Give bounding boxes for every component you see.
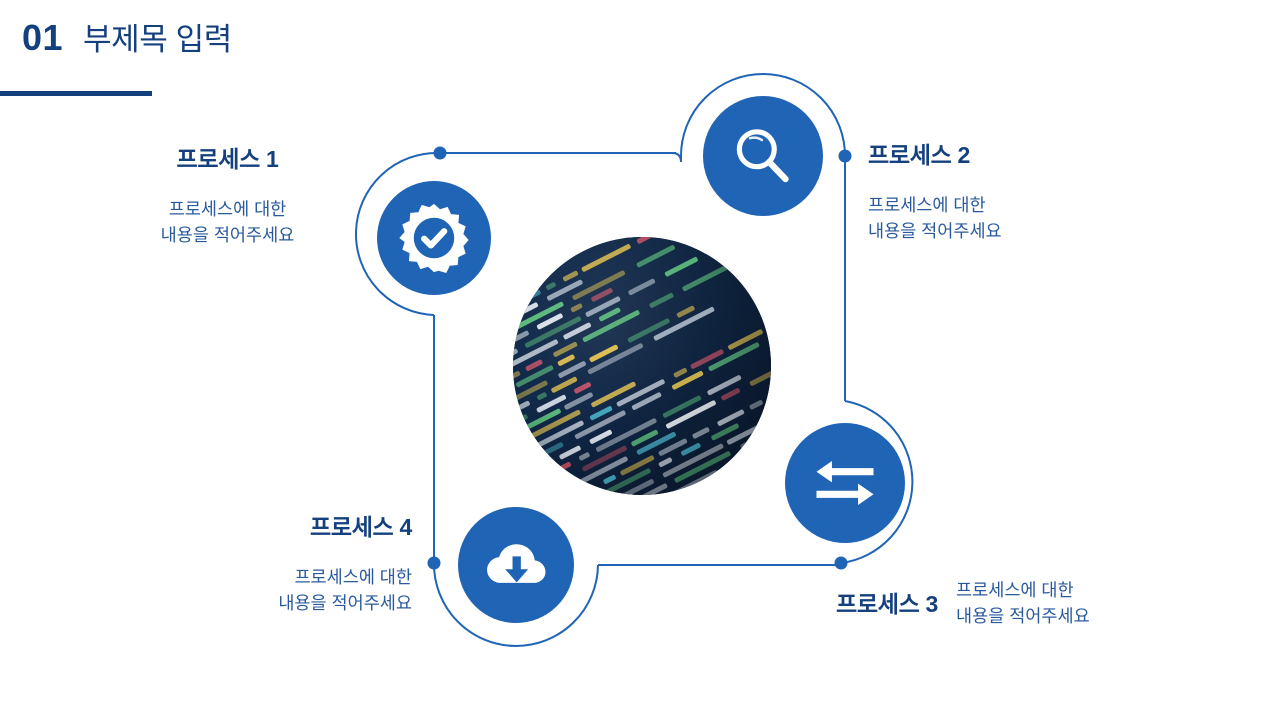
process-body-4-line1: 프로세스에 대한 xyxy=(294,567,412,587)
process-text-1: 프로세스 1 프로세스에 대한 내용을 적어주세요 xyxy=(120,140,335,249)
process-body-4-line2: 내용을 적어주세요 xyxy=(278,593,412,614)
process-body-2: 프로세스에 대한 내용을 적어주세요 xyxy=(868,192,1168,245)
line-top xyxy=(440,152,682,163)
process-text-4: 프로세스 4 프로세스에 대한 내용을 적어주세요 xyxy=(190,508,412,617)
connector-dot-top-right xyxy=(838,149,852,163)
process-title-4: 프로세스 4 xyxy=(309,514,412,540)
process-body-1: 프로세스에 대한 내용을 적어주세요 xyxy=(120,196,335,249)
process-title-3: 프로세스 3 xyxy=(836,591,939,617)
process-body-1-line2: 내용을 적어주세요 xyxy=(160,225,295,246)
code-token xyxy=(683,237,736,244)
exchange-arrows-icon xyxy=(816,461,874,505)
gear-check-icon xyxy=(399,203,469,274)
process-icon-1[interactable] xyxy=(377,181,491,295)
process-body-3: 프로세스에 대한 내용을 적어주세요 xyxy=(956,577,1090,630)
process-text-3: 프로세스 3 프로세스에 대한 내용을 적어주세요 xyxy=(836,577,1196,630)
process-text-2: 프로세스 2 프로세스에 대한 내용을 적어주세요 xyxy=(868,136,1168,245)
process-title-1: 프로세스 1 xyxy=(176,146,279,172)
connector-dot-bottom-left xyxy=(427,556,441,570)
code-token xyxy=(723,468,743,482)
code-token xyxy=(518,282,532,293)
process-icon-4[interactable] xyxy=(458,507,574,623)
header-row: 01 부제목 입력 xyxy=(22,20,232,56)
cloud-download-icon xyxy=(487,544,546,583)
process-body-1-line1: 프로세스에 대한 xyxy=(168,199,287,219)
process-icon-2[interactable] xyxy=(703,96,823,216)
process-body-3-line2: 내용을 적어주세요 xyxy=(956,606,1090,627)
process-icon-3[interactable] xyxy=(785,423,905,543)
title-underline-rule xyxy=(0,91,152,96)
process-body-2-line1: 프로세스에 대한 xyxy=(868,195,986,215)
slide-header: 01 부제목 입력 xyxy=(0,0,440,110)
process-body-3-line1: 프로세스에 대한 xyxy=(956,580,1074,600)
slide-number: 01 xyxy=(22,17,64,58)
connector-dot-top-left xyxy=(433,146,447,160)
magnifier-icon xyxy=(736,129,789,183)
code-photo-vignette xyxy=(513,237,771,495)
process-body-4: 프로세스에 대한 내용을 적어주세요 xyxy=(190,564,412,617)
center-code-photo xyxy=(513,237,771,495)
code-token xyxy=(541,247,555,258)
connector-dot-bottom-right xyxy=(834,556,848,570)
process-title-2: 프로세스 2 xyxy=(868,142,971,168)
page-title: 부제목 입력 xyxy=(83,22,232,57)
process-body-2-line2: 내용을 적어주세요 xyxy=(868,221,1002,242)
